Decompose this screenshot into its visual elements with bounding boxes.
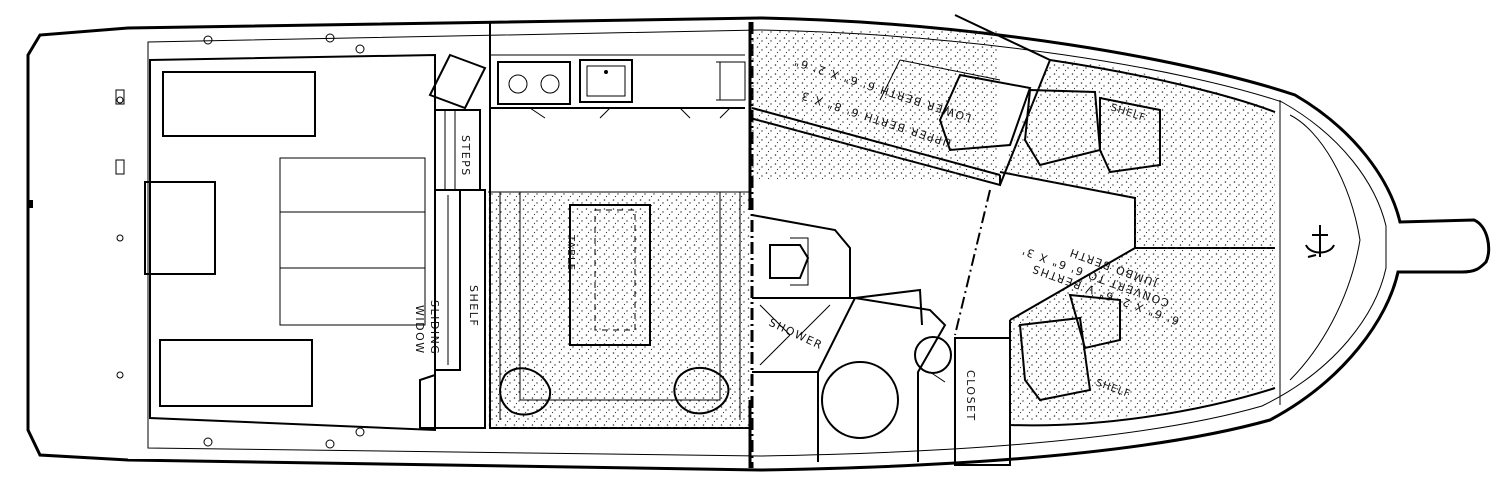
label-table: TABLE (565, 234, 576, 271)
dinette (488, 107, 750, 429)
closet (954, 337, 1011, 466)
burner-1 (508, 74, 528, 94)
pillow-upper-1 (1023, 88, 1102, 167)
label-shower: SHOWER (767, 316, 825, 352)
stove (497, 61, 571, 105)
cockpit-hatch-1 (162, 71, 316, 137)
head-compartment (751, 214, 952, 462)
berth-pillow (938, 73, 1032, 152)
label-window: WIDOW (413, 305, 426, 355)
pillow-lower-2 (1068, 293, 1121, 350)
washbasin (914, 336, 952, 374)
pillow-upper-2 (1099, 96, 1161, 174)
label-sliding: SLIDING (428, 300, 441, 355)
label-closet: CLOSET (964, 370, 977, 422)
cushion-left (499, 367, 552, 416)
cushion-right (673, 367, 730, 415)
head-sink (821, 361, 899, 439)
anchor-icon (1305, 225, 1335, 258)
v-berth (749, 14, 1276, 427)
galley (489, 22, 746, 109)
label-shelf-left: SHELF (467, 285, 480, 327)
dinette-table (569, 204, 651, 346)
deck-fittings (115, 33, 365, 449)
quarter-berth (751, 30, 1032, 180)
pillow-lower-1 (1018, 316, 1092, 402)
helm-seat (428, 53, 487, 110)
label-steps: STEPS (459, 135, 472, 177)
hull-outline (26, 16, 1491, 472)
cockpit-hatch-3 (159, 339, 313, 407)
cockpit-hatch-2 (144, 181, 216, 275)
burner-2 (540, 74, 560, 94)
companionway (419, 53, 487, 429)
toilet (769, 244, 810, 279)
galley-sink (579, 59, 633, 103)
cockpit-area (28, 33, 436, 449)
